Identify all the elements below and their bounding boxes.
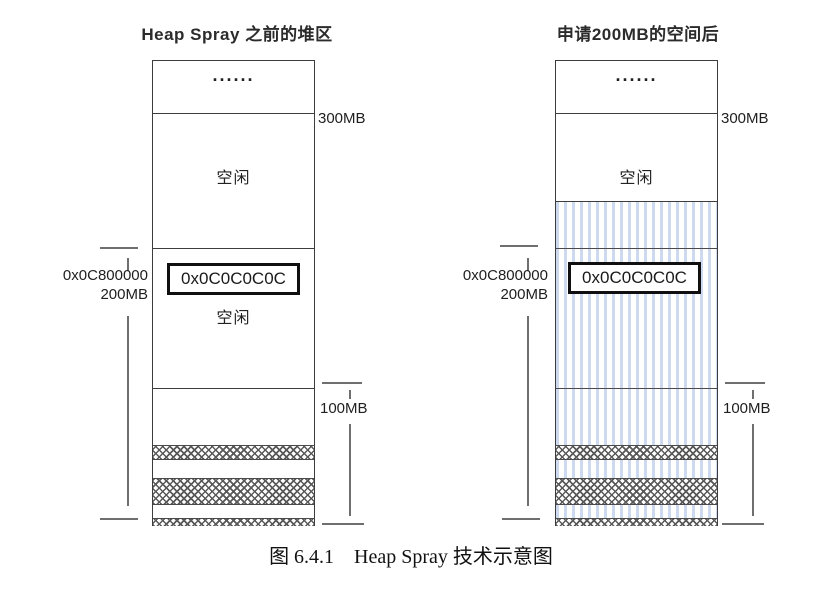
left-address-marker: 0x0C800000 200MB (38, 266, 148, 304)
left-100mb-label: 100MB (320, 400, 368, 417)
right-shellcode-address-box: 0x0C0C0C0C (568, 262, 701, 294)
right-100mb-extent-line (752, 424, 754, 516)
left-100mb-extent-line (349, 424, 351, 516)
left-100mb-dash (349, 390, 351, 399)
right-200mb-tick-bottom (502, 518, 540, 520)
left-line-100mb (153, 388, 314, 389)
right-allocated-band-2 (556, 478, 717, 505)
left-200mb-dash (127, 258, 129, 271)
right-line-200mb (556, 248, 717, 249)
right-address-marker-value: 0x0C800000 (462, 267, 548, 284)
left-200mb-tick-top (100, 247, 138, 249)
right-100mb-tick-top (725, 382, 765, 384)
right-address-marker: 0x0C800000 200MB (438, 266, 548, 304)
left-allocated-band-3 (153, 518, 314, 526)
right-shellcode-address-text: 0x0C0C0C0C (582, 268, 687, 287)
left-allocated-band-1 (153, 445, 314, 460)
left-200mb-extent-line (127, 316, 129, 506)
right-diagram-title: 申请200MB的空间后 (556, 25, 720, 44)
left-100mb-tick-bottom (322, 523, 364, 525)
right-free-label-top: 空闲 (619, 170, 654, 187)
right-100mb-label: 100MB (723, 400, 771, 417)
right-200mb-dash (527, 258, 529, 271)
figure-caption: 图 6.4.1 Heap Spray 技术示意图 (269, 546, 553, 568)
left-100mb-tick-top (322, 382, 362, 384)
left-shellcode-address-text: 0x0C0C0C0C (181, 269, 286, 288)
left-200mb-label: 200MB (100, 286, 148, 303)
right-200mb-extent-line (527, 316, 529, 506)
right-memory-column: ...... 空闲 0x0C0C0C0C (555, 60, 718, 526)
right-sprayed-region (556, 201, 717, 526)
left-shellcode-address-box: 0x0C0C0C0C (167, 263, 300, 295)
right-line-100mb (556, 388, 717, 389)
right-100mb-tick-bottom (722, 523, 764, 525)
left-free-label-top: 空闲 (216, 170, 251, 187)
left-diagram-title: Heap Spray 之前的堆区 (141, 25, 333, 44)
right-300mb-label: 300MB (721, 110, 769, 127)
left-300mb-label: 300MB (318, 110, 366, 127)
right-ellipsis-dots: ...... (615, 65, 658, 85)
right-allocated-band-1 (556, 445, 717, 460)
left-free-label-bottom: 空闲 (216, 310, 251, 327)
right-allocated-band-3 (556, 518, 717, 526)
left-allocated-band-2 (153, 478, 314, 505)
left-address-marker-value: 0x0C800000 (62, 267, 148, 284)
left-200mb-tick-bottom (100, 518, 138, 520)
right-line-300mb (556, 113, 717, 114)
left-memory-column: ...... 空闲 0x0C0C0C0C 空闲 (152, 60, 315, 526)
right-200mb-tick-top (500, 245, 538, 247)
left-line-300mb (153, 113, 314, 114)
right-200mb-label: 200MB (500, 286, 548, 303)
right-100mb-dash (752, 390, 754, 399)
left-line-200mb (153, 248, 314, 249)
left-ellipsis-dots: ...... (212, 65, 255, 85)
